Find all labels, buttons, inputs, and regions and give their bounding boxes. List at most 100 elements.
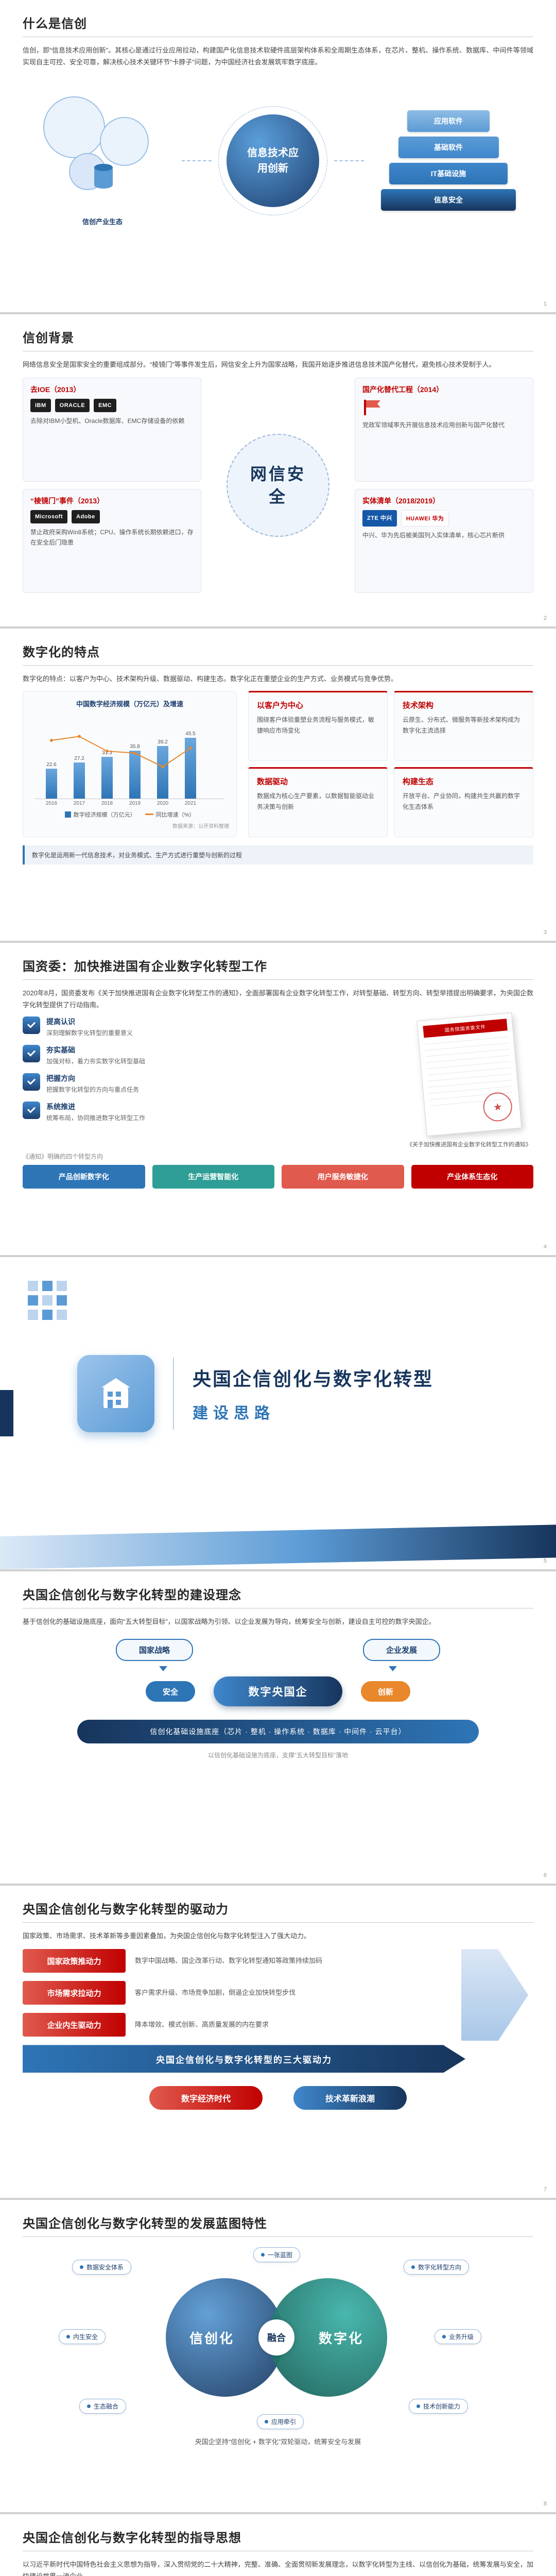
connector-line bbox=[334, 160, 364, 161]
slide-blueprint-features: 央国企信创化与数字化转型的发展蓝图特性 信创化 数字化 融合 数据安全体系 一张… bbox=[0, 2200, 556, 2512]
page-number: 8 bbox=[543, 2501, 547, 2507]
microsoft-logo: Microsoft bbox=[30, 510, 67, 524]
event-card-localization: 国产化替代工程（2014） 党政军领域率先开展信息技术应用创新与国产化替代 bbox=[355, 378, 533, 482]
gov-icon-wrap bbox=[362, 399, 526, 416]
bar-column: 45.5 bbox=[180, 731, 201, 799]
event-card-entity-list: 实体清单（2018/2019） ZTE 中兴 HUAWEI 华为 中兴、华为先后… bbox=[355, 489, 533, 594]
section-desc: 统筹布局，协同推进数字化转型工作 bbox=[46, 1114, 146, 1122]
notice-section: 系统推进 统筹布局，协同推进数字化转型工作 bbox=[23, 1101, 389, 1122]
section-name: 夯实基础 bbox=[46, 1045, 75, 1054]
arrow-down-icon bbox=[389, 1666, 397, 1672]
feature-name: 数据驱动 bbox=[257, 777, 288, 787]
venn-diagram: 信创化 数字化 融合 数据安全体系 一张蓝图 数字化转型方向 内生安全 业务升级… bbox=[23, 2244, 533, 2446]
section-desc: 加强对标，着力夯实数字化转型基础 bbox=[46, 1057, 146, 1065]
x-tick-label: 2021 bbox=[184, 801, 197, 807]
hub-area: 网信安全 bbox=[208, 378, 348, 593]
stack-layer-security: 信息安全 bbox=[381, 189, 516, 211]
drivers-main: 国家政策推动力 数字中国战略、国企改革行动、数字化转型通知等政策持续加码 市场需… bbox=[23, 1949, 533, 2110]
page-number: 2 bbox=[543, 615, 547, 621]
event-desc: 党政军领域率先开展信息技术应用创新与国产化替代 bbox=[362, 421, 505, 429]
intro-paragraph: 2020年8月，国资委发布《关于加快推进国有企业数字化转型工作的通知》，全面部署… bbox=[23, 989, 533, 1009]
xinchuang-diagram: 信创产业生态 信息技术应用创新 应用软件 基础软件 IT基础设施 信息安全 bbox=[23, 86, 533, 235]
notice-section: 提高认识 深刻理解数字化转型的重要意义 bbox=[23, 1016, 389, 1037]
slide-sasac-notice: 国资委：加快推进国有企业数字化转型工作 2020年8月，国资委发布《关于加快推进… bbox=[0, 943, 556, 1255]
slide-header: 央国企信创化与数字化转型的建设理念 bbox=[23, 1585, 533, 1608]
logo-row: ZTE 中兴 HUAWEI 华为 bbox=[362, 510, 526, 527]
network-security-hub: 网信安全 bbox=[227, 434, 329, 537]
enterprise-development-pill: 企业发展 bbox=[363, 1639, 440, 1662]
slide-header: 央国企信创化与数字化转型的发展蓝图特性 bbox=[23, 2213, 533, 2237]
page-title: 央国企信创化与数字化转型的指导思想 bbox=[23, 2531, 241, 2545]
arrow-down-icon bbox=[159, 1666, 167, 1672]
feature-desc: 围绕客户体验重塑业务流程与服务模式，敏捷响应市场变化 bbox=[257, 716, 375, 734]
overlap-badge: 融合 bbox=[258, 2319, 294, 2355]
driver-row: 市场需求拉动力 客户需求升级、市场竞争加剧，倒逼企业加快转型步伐 bbox=[23, 1981, 435, 2005]
page-title: 什么是信创 bbox=[23, 17, 87, 31]
section-title-line2: 建设思路 bbox=[193, 1405, 275, 1422]
feature-desc: 开放平台、产业协同，构建共生共赢的数字化生态体系 bbox=[403, 792, 520, 810]
database-icon bbox=[94, 163, 113, 189]
check-icon bbox=[23, 1044, 40, 1062]
notice-sections: 提高认识 深刻理解数字化转型的重要意义 夯实基础 加强对标，着力夯实数字化转型基… bbox=[23, 1016, 389, 1149]
bar-swatch bbox=[64, 811, 71, 818]
divider-content: 央国企信创化与数字化转型 建设思路 bbox=[77, 1355, 433, 1432]
section-name: 系统推进 bbox=[46, 1102, 75, 1111]
industry-cluster-graphic: 信创产业生态 bbox=[38, 86, 167, 235]
vertical-divider bbox=[173, 1358, 174, 1430]
tech-wave-pill: 技术革新浪潮 bbox=[293, 2086, 407, 2110]
page-number: 5 bbox=[543, 1558, 547, 1564]
feature-card-architecture: 技术架构 云原生、分布式、微服务等新技术架构成为数字化主流选择 bbox=[394, 691, 533, 761]
x-tick-label: 2018 bbox=[101, 801, 113, 807]
page-number: 3 bbox=[543, 929, 547, 936]
bar-column: 31.3 bbox=[97, 750, 117, 799]
legend-bar-series: 数字经济规模（万亿元） bbox=[64, 810, 136, 819]
page-title: 信创背景 bbox=[23, 331, 74, 345]
page-title: 央国企信创化与数字化转型的驱动力 bbox=[23, 1903, 229, 1917]
document-label: 《关于加快推进国有企业数字化转型工作的通知》 bbox=[407, 1141, 531, 1148]
section-desc: 把握数字化转型的方向与重点任务 bbox=[46, 1086, 140, 1093]
feature-card-ecosystem: 构建生态 开放平台、产业协同，构建共生共赢的数字化生态体系 bbox=[394, 767, 533, 838]
direction-box: 产品创新数字化 bbox=[23, 1165, 145, 1189]
driver-desc: 客户需求升级、市场竞争加剧，倒逼企业加快转型步伐 bbox=[135, 1988, 296, 1996]
intro-paragraph: 国家政策、市场需求、技术革新等多重因素叠加，为央国企信创化与数字化转型注入了强大… bbox=[23, 1932, 311, 1940]
transform-directions: 《通知》明确的四个转型方向 产品创新数字化 生产运营智能化 用户服务敏捷化 产业… bbox=[23, 1152, 533, 1189]
diagram-caption: 以信创化基础设施为底座，支撑“五大转型目标”落地 bbox=[208, 1752, 348, 1759]
notice-section: 夯实基础 加强对标，着力夯实数字化转型基础 bbox=[23, 1044, 389, 1065]
building-icon bbox=[77, 1355, 154, 1432]
cluster-circle bbox=[43, 96, 105, 158]
cluster-label: 信创产业生态 bbox=[82, 217, 123, 226]
decor-squares bbox=[28, 1281, 67, 1320]
intro-paragraph: 基于信创化的基础设施底座，面向“五大转型目标”，以国家战略为引领、以企业发展为导… bbox=[23, 1618, 436, 1625]
era-pills: 数字经济时代 技术革新浪潮 bbox=[23, 2086, 533, 2110]
security-chip: 安全 bbox=[146, 1681, 195, 1702]
slide-header: 信创背景 bbox=[23, 328, 533, 351]
slide-xinchuang-background: 信创背景 网络信息安全是国家安全的重要组成部分。“棱镜门”等事件发生后，网信安全… bbox=[0, 314, 556, 626]
driver-row: 企业内生驱动力 降本增效、模式创新、高质量发展的内在要求 bbox=[23, 2013, 435, 2037]
event-desc: 去除对IBM小型机、Oracle数据库、EMC存储设备的依赖 bbox=[30, 417, 185, 425]
event-desc: 禁止政府采购Win8系统；CPU、操作系统长期依赖进口，存在安全后门隐患 bbox=[30, 529, 194, 546]
feature-name: 以客户为中心 bbox=[257, 701, 304, 710]
adobe-logo: Adobe bbox=[72, 510, 100, 524]
notice-section: 把握方向 把握数字化转型的方向与重点任务 bbox=[23, 1073, 389, 1094]
center-circle-label: 信息技术应用创新 bbox=[247, 147, 299, 174]
section-name: 提高认识 bbox=[46, 1017, 75, 1026]
slide-section-divider: 央国企信创化与数字化转型 建设思路 5 bbox=[0, 1257, 556, 1569]
intro-paragraph: 数字化的特点：以客户为中心、技术架构升级、数据驱动、构建生态。数字化正在重塑企业… bbox=[23, 675, 398, 683]
diagram-caption: 央国企坚持“信创化 + 数字化”双轮驱动，统筹安全与发展 bbox=[195, 2438, 361, 2446]
callout-ecosystem: 生态融合 bbox=[79, 2399, 127, 2414]
feature-desc: 数据成为核心生产要素，以数据智能驱动业务决策与创新 bbox=[257, 792, 375, 810]
x-tick-label: 2019 bbox=[129, 801, 141, 807]
page-title: 数字化的特点 bbox=[23, 646, 100, 659]
logo-row: Microsoft Adobe bbox=[30, 510, 194, 524]
intro-paragraph: 网络信息安全是国家安全的重要组成部分。“棱镜门”等事件发生后，网信安全上升为国家… bbox=[23, 361, 496, 368]
digital-soe-pill: 数字央国企 bbox=[214, 1676, 342, 1707]
callout-business-upgrade: 业务升级 bbox=[435, 2329, 482, 2344]
driver-tag: 企业内生驱动力 bbox=[23, 2013, 126, 2037]
slide-guiding-ideology: 央国企信创化与数字化转型的指导思想 以习近平新时代中国特色社会主义思想为指导，深… bbox=[0, 2514, 556, 2576]
page-number: 1 bbox=[543, 301, 547, 307]
section-desc: 深刻理解数字化转型的重要意义 bbox=[46, 1029, 133, 1037]
flag-icon bbox=[364, 400, 380, 416]
